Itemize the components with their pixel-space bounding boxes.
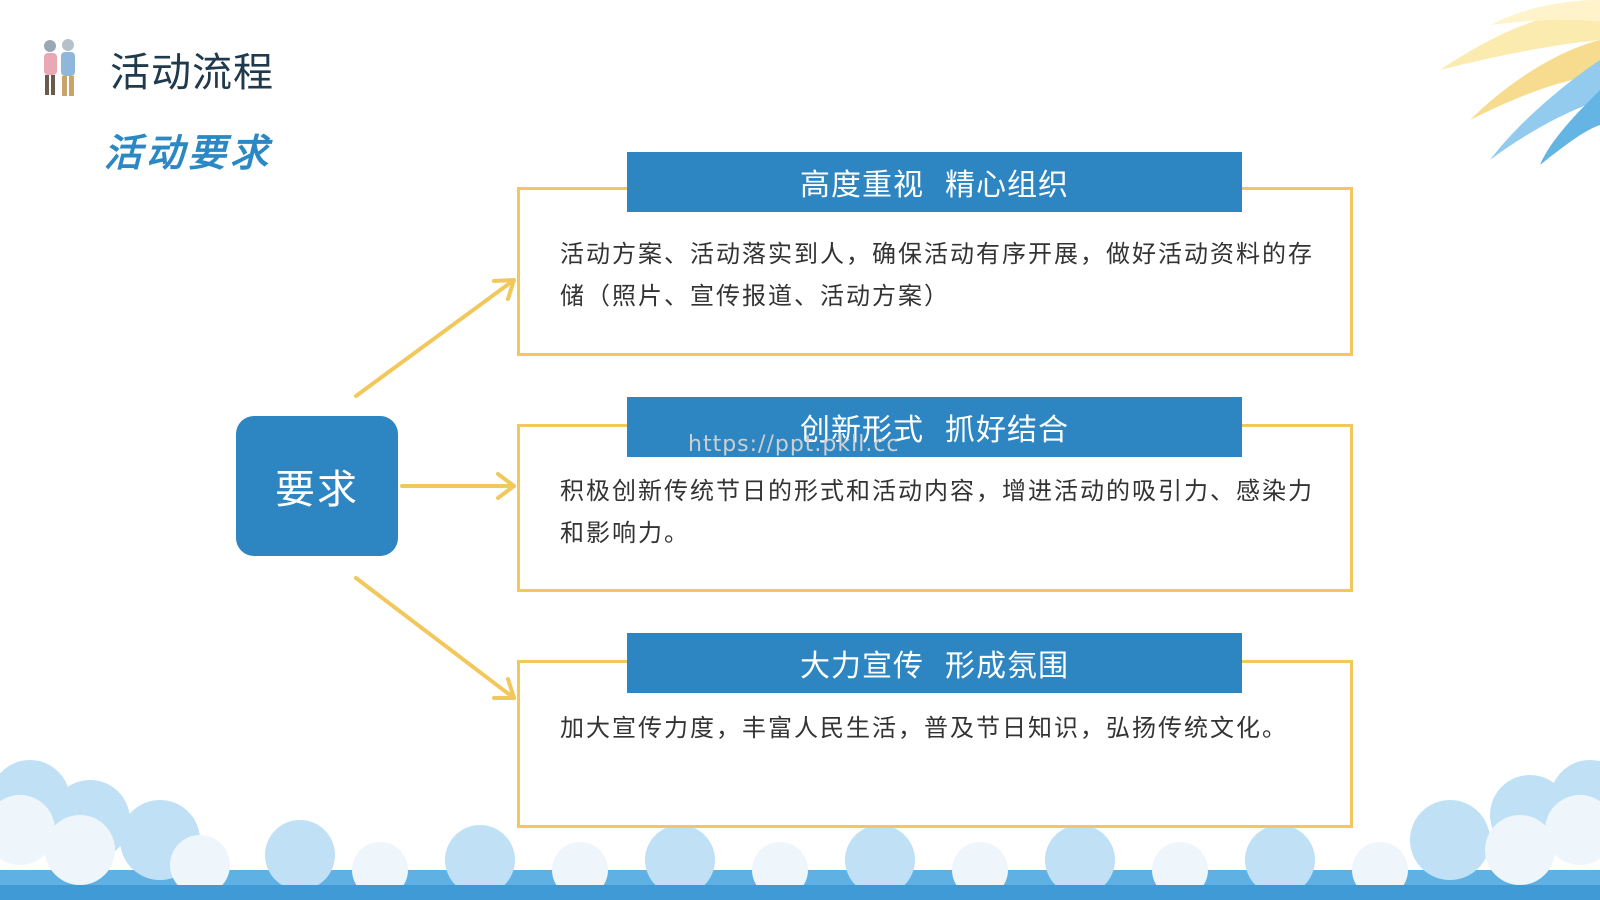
elderly-couple-icon [44,39,75,96]
cloud-decoration [0,760,1600,900]
arrow-top [354,278,516,398]
section-subtitle: 活动要求 [104,130,273,175]
palm-leaf-decoration [1440,0,1600,165]
center-node-label: 要求 [275,467,359,513]
item-text-2: 积极创新传统节日的形式和活动内容，增进活动的吸引力、感染力和影响力。 [560,477,1314,547]
center-node-requirements: 要求 [236,416,398,556]
item-text-3: 加大宣传力度，丰富人民生活，普及节日知识，弘扬传统文化。 [560,714,1288,742]
item-heading-3: 大力宣传 形成氛围 [627,633,1242,693]
item-text-1: 活动方案、活动落实到人，确保活动有序开展，做好活动资料的存储（照片、宣传报道、活… [560,240,1314,310]
item-heading-1: 高度重视 精心组织 [627,152,1242,212]
page-title: 活动流程 [110,50,274,96]
item-heading-2: 创新形式 抓好结合 [627,397,1242,457]
watermark: https://ppt.pkll.cc [688,432,900,457]
arrow-bottom [354,576,516,700]
item-frame-1 [517,187,1353,356]
